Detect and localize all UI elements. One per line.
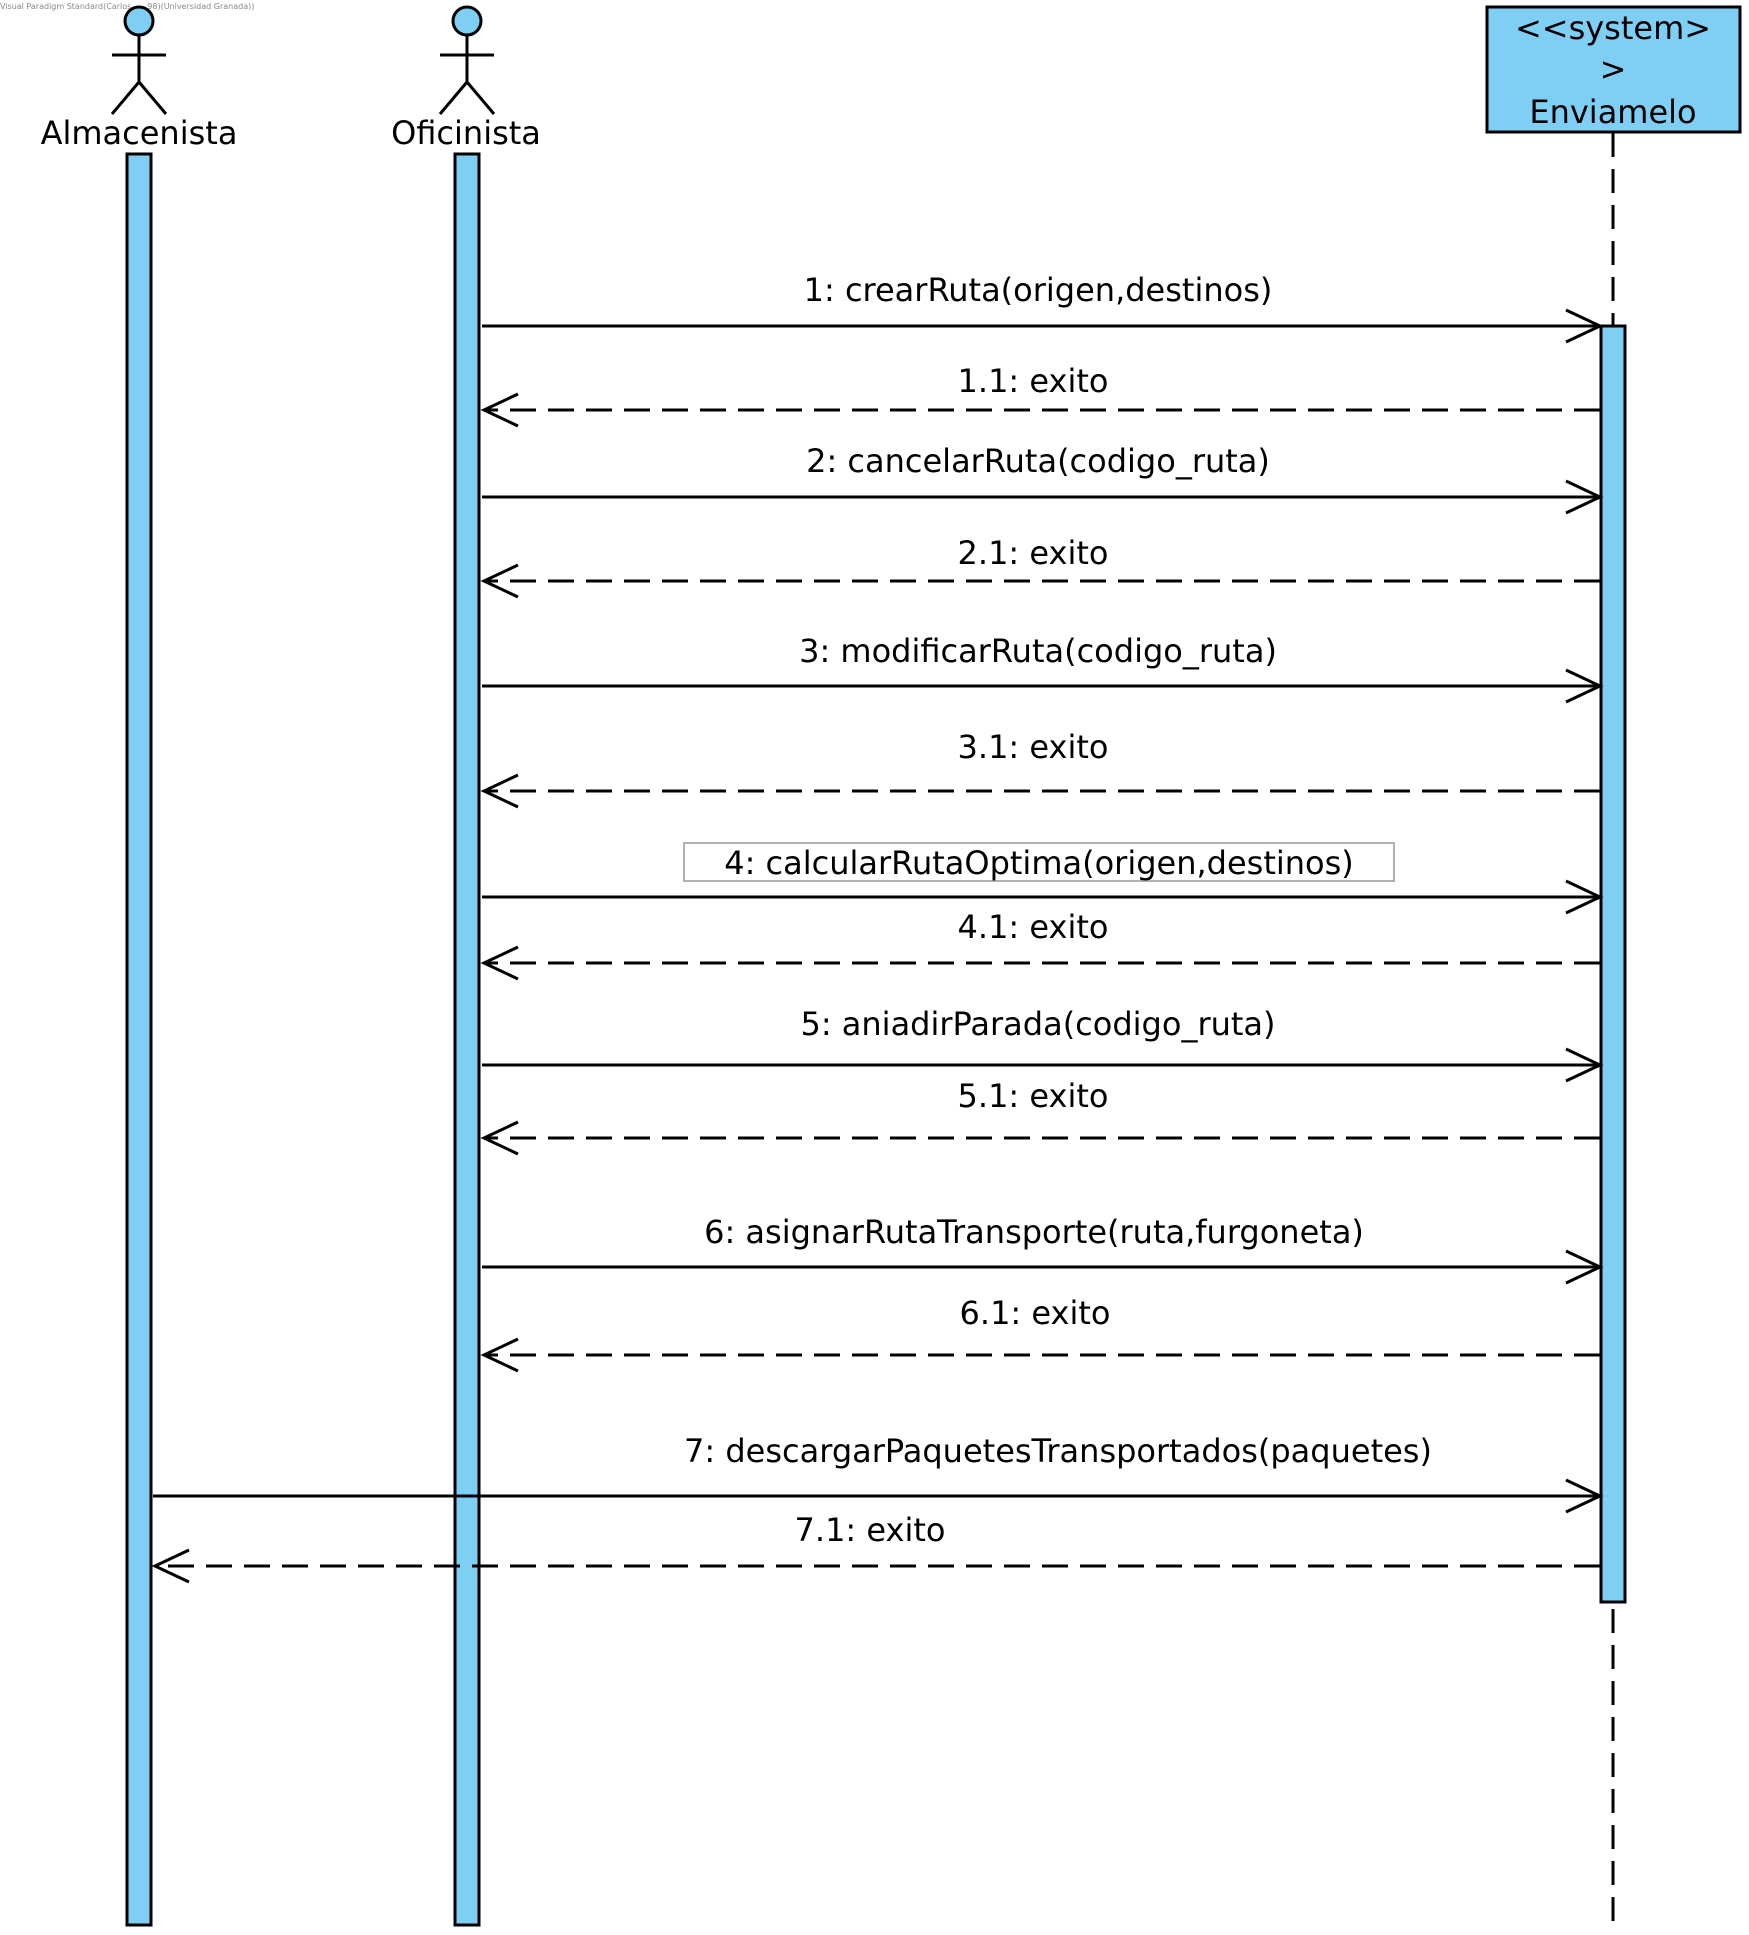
actor-oficinista: Oficinista: [391, 5, 541, 1927]
message-label: 3.1: exito: [958, 728, 1109, 766]
system-enviamelo: <<system> > Enviamelo: [1485, 5, 1742, 1932]
message-4: 4: calcularRutaOptima(origen,destinos): [482, 842, 1604, 915]
arrowhead-icon: [480, 392, 519, 428]
message-label: 6: asignarRutaTransporte(ruta,furgoneta): [704, 1213, 1364, 1251]
message-1: 1: crearRuta(origen,destinos): [482, 271, 1604, 344]
arrowhead-icon: [480, 773, 519, 809]
selected-label-box: [683, 842, 1395, 882]
message-label: 4: calcularRutaOptima(origen,destinos): [724, 844, 1354, 882]
system-box: [1485, 5, 1742, 134]
arrowhead-icon: [480, 945, 519, 981]
system-label: Enviamelo: [1529, 93, 1696, 131]
arrowhead-icon: [1565, 479, 1604, 515]
system-stereotype-line1: <<system>: [1515, 9, 1711, 47]
arrowhead-icon: [1565, 1478, 1604, 1514]
message-2: 2: cancelarRuta(codigo_ruta): [482, 442, 1604, 515]
return-message-1-1: 1.1: exito: [480, 362, 1600, 428]
return-message-2-1: 2.1: exito: [480, 534, 1600, 599]
arrowhead-icon: [1565, 308, 1604, 344]
message-3: 3: modificarRuta(codigo_ruta): [482, 632, 1604, 704]
stick-figure-icon: [110, 5, 168, 115]
message-7: 7: descargarPaquetesTransportados(paquet…: [153, 1432, 1604, 1514]
message-label: 1: crearRuta(origen,destinos): [804, 271, 1273, 309]
message-label: 1.1: exito: [958, 362, 1109, 400]
arrowhead-icon: [480, 563, 519, 599]
activation-bar-enviamelo: [1599, 324, 1627, 1604]
stick-figure-icon: [438, 5, 496, 115]
arrowhead-icon: [480, 1337, 519, 1373]
return-message-4-1: 4.1: exito: [480, 908, 1600, 981]
actor-almacenista: Almacenista: [41, 5, 238, 1927]
arrowhead-icon: [1565, 1047, 1604, 1083]
watermark: Visual Paradigm Standard(Carlos____98)(U…: [0, 2, 254, 11]
message-5: 5: aniadirParada(codigo_ruta): [482, 1005, 1604, 1083]
message-label: 2.1: exito: [958, 534, 1109, 572]
system-stereotype-line2: >: [1600, 50, 1627, 88]
message-label: 5: aniadirParada(codigo_ruta): [800, 1005, 1275, 1043]
arrowhead-icon: [151, 1548, 190, 1584]
arrowhead-icon: [480, 1120, 519, 1156]
arrowhead-icon: [1565, 1249, 1604, 1285]
arrowhead-icon: [1565, 879, 1604, 915]
message-6: 6: asignarRutaTransporte(ruta,furgoneta): [482, 1213, 1604, 1285]
message-label: 7: descargarPaquetesTransportados(paquet…: [684, 1432, 1432, 1470]
return-message-6-1: 6.1: exito: [480, 1294, 1600, 1373]
return-message-5-1: 5.1: exito: [480, 1077, 1600, 1156]
actor-label-almacenista: Almacenista: [41, 114, 238, 152]
message-label: 6.1: exito: [960, 1294, 1111, 1332]
activation-bar-oficinista: [453, 152, 481, 1927]
activation-bar-almacenista: [125, 152, 153, 1927]
message-label: 4.1: exito: [958, 908, 1109, 946]
actor-label-oficinista: Oficinista: [391, 114, 541, 152]
message-label: 3: modificarRuta(codigo_ruta): [799, 632, 1277, 670]
return-message-3-1: 3.1: exito: [480, 728, 1600, 809]
arrowhead-icon: [1565, 668, 1604, 704]
message-label: 5.1: exito: [958, 1077, 1109, 1115]
message-label: 7.1: exito: [795, 1511, 946, 1549]
return-message-7-1: 7.1: exito: [151, 1511, 1600, 1584]
message-label: 2: cancelarRuta(codigo_ruta): [806, 442, 1270, 480]
